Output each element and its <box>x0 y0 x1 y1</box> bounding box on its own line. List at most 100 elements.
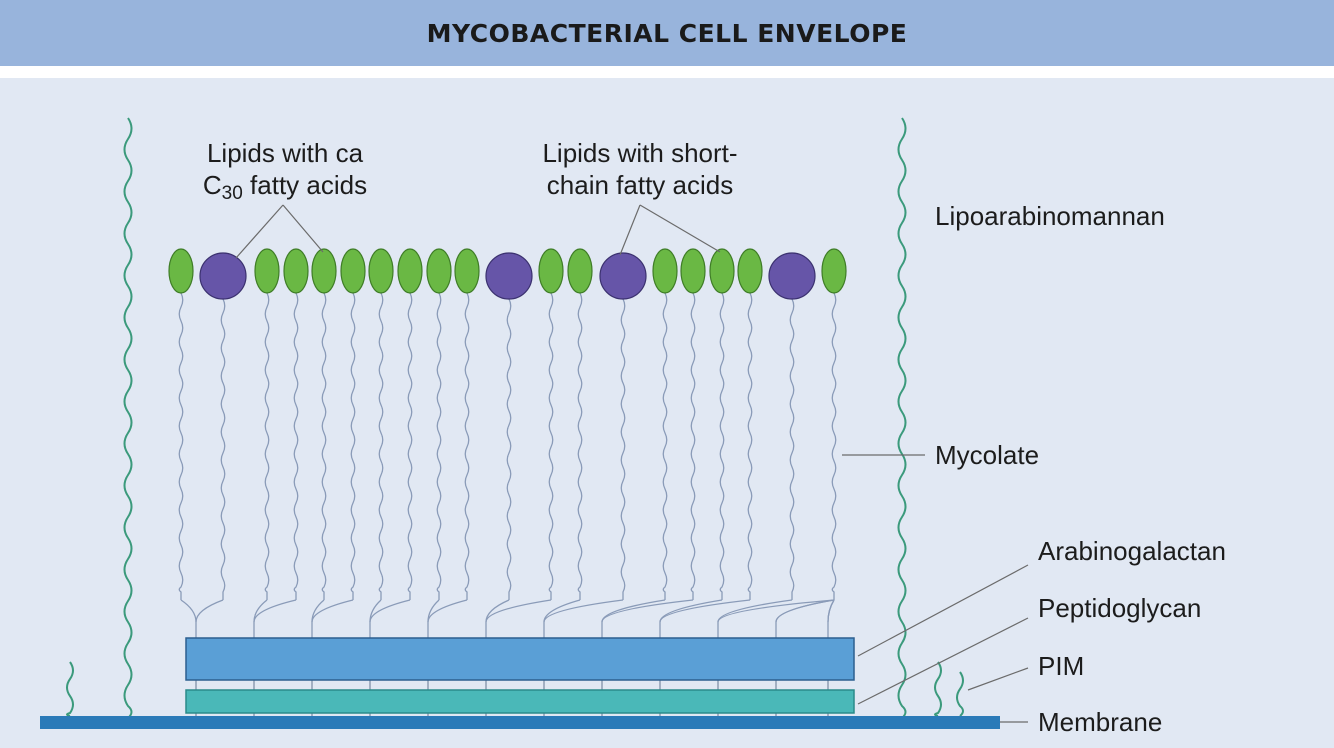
tail-junction <box>180 599 197 638</box>
green-lipid-head <box>538 248 564 294</box>
tail-junction <box>427 599 440 638</box>
pim-callout <box>967 667 1029 691</box>
peptidoglycan-label: Peptidoglycan <box>1038 593 1202 623</box>
lipoarabinomannan-strand <box>897 117 907 719</box>
tail-junction <box>543 599 581 638</box>
lipoarabinomannan-label: Lipoarabinomannan <box>935 201 1165 231</box>
short-lipids-callout-left <box>619 204 641 256</box>
mycolate-tail <box>293 292 299 600</box>
green-lipid-head <box>397 248 423 294</box>
mycolate-tail <box>620 298 626 600</box>
tail-junction <box>717 599 835 623</box>
pim-strand <box>956 671 964 717</box>
callout-lines <box>235 204 1029 723</box>
green-lipid-head <box>454 248 480 294</box>
lipoarabinomannan-strands <box>123 117 907 719</box>
tail-junction <box>427 599 468 623</box>
long-lipids-rest: fatty acids <box>242 170 368 200</box>
mycolate-tail <box>464 292 470 600</box>
green-lipid-head <box>340 248 366 294</box>
mycolate-tail <box>831 292 837 600</box>
green-lipid-head <box>652 248 678 294</box>
tail-junction <box>311 599 354 623</box>
mycolate-tail <box>264 292 270 600</box>
green-lipid-head <box>680 248 706 294</box>
title-bar: MYCOBACTERIAL CELL ENVELOPE <box>0 0 1334 66</box>
green-lipid-head <box>168 248 194 294</box>
mycolate-tail <box>662 292 668 600</box>
mycolate-tail <box>178 292 184 600</box>
lipid-tails <box>178 292 837 638</box>
mycolate-tail <box>407 292 413 600</box>
mycolate-tail <box>350 292 356 600</box>
tail-junction <box>253 599 297 623</box>
green-lipid-head <box>283 248 309 294</box>
mycolate-tail <box>378 292 384 600</box>
short-lipids-line1: Lipids with short- <box>542 138 738 168</box>
arabinogalactan-label: Arabinogalactan <box>1038 536 1226 566</box>
purple-lipid-head <box>199 252 247 300</box>
green-lipid-head <box>821 248 847 294</box>
tail-junction <box>485 599 552 623</box>
green-lipid-head <box>254 248 280 294</box>
purple-lipid-head <box>768 252 816 300</box>
tail-junction <box>195 599 224 623</box>
mycolate-tail <box>577 292 583 600</box>
green-lipid-head <box>737 248 763 294</box>
mycolate-label: Mycolate <box>935 440 1040 470</box>
tail-junction <box>543 599 624 623</box>
mycolate-tail <box>719 292 725 600</box>
long-lipids-callout-left <box>235 204 284 259</box>
mycolate-tail <box>436 292 442 600</box>
tail-junction <box>485 599 510 638</box>
pim-strand <box>66 661 74 717</box>
tail-junction <box>369 599 411 623</box>
tail-junction <box>601 599 666 638</box>
green-lipid-head <box>368 248 394 294</box>
long-lipids-callout-right <box>282 204 324 253</box>
tail-junction <box>601 599 694 623</box>
peptidoglycan-layer <box>185 689 855 714</box>
tail-junction <box>311 599 325 638</box>
purple-lipid-head <box>599 252 647 300</box>
short-lipids-line2: chain fatty acids <box>546 170 734 200</box>
mycolate-tail <box>321 292 327 600</box>
green-lipid-head <box>709 248 735 294</box>
green-lipid-head <box>426 248 452 294</box>
long-lipids-subscript: 30 <box>221 183 243 204</box>
mycolate-tail <box>220 298 226 600</box>
arabinogalactan-layer <box>185 637 855 681</box>
long-lipids-c: C <box>202 170 222 200</box>
tail-junction <box>253 599 268 638</box>
short-lipids-callout-right <box>639 204 721 253</box>
membrane-layer <box>40 716 1000 729</box>
arabinogalactan-callout <box>857 564 1029 657</box>
purple-lipid-head <box>485 252 533 300</box>
lipoarabinomannan-strand <box>123 117 133 719</box>
green-lipid-head <box>311 248 337 294</box>
long-lipids-line2: C30 fatty acids <box>170 169 400 210</box>
long-chain-lipids-label: Lipids with ca C30 fatty acids <box>170 137 400 210</box>
pim-label: PIM <box>1038 651 1085 681</box>
title-divider <box>0 66 1334 78</box>
short-chain-lipids-label: Lipids with short- chain fatty acids <box>495 137 785 201</box>
mycolate-tail <box>548 292 554 600</box>
tail-junction <box>659 599 751 623</box>
pim-strands <box>66 661 964 717</box>
lipid-head-groups <box>168 248 847 300</box>
pim-strand <box>934 661 942 717</box>
mycolate-tail <box>690 292 696 600</box>
tail-junction <box>369 599 382 638</box>
long-lipids-line1: Lipids with ca <box>206 138 364 168</box>
peptidoglycan-callout <box>857 617 1029 705</box>
tail-junction <box>827 599 835 623</box>
mycolate-tail <box>747 292 753 600</box>
tail-junction <box>775 599 835 623</box>
tail-junction <box>659 599 723 638</box>
mycolate-tail <box>506 298 512 600</box>
mycolate-tail <box>789 298 795 600</box>
membrane-label: Membrane <box>1038 707 1163 737</box>
diagram-title: MYCOBACTERIAL CELL ENVELOPE <box>426 18 908 48</box>
green-lipid-head <box>567 248 593 294</box>
